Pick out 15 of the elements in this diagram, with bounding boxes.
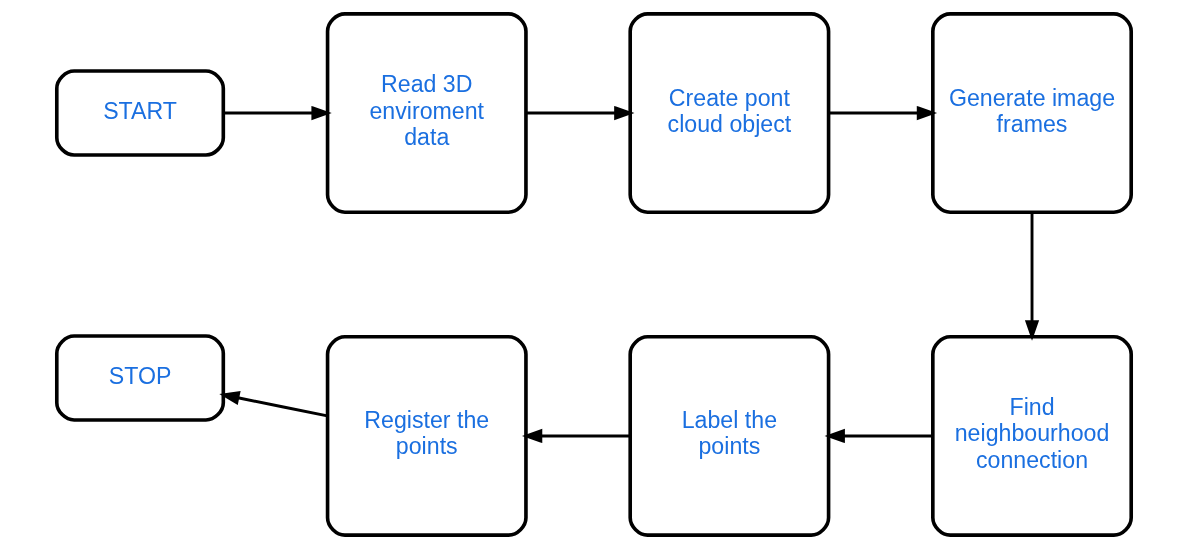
node-box: Create pont cloud object <box>627 12 830 215</box>
node-box: Label the points <box>627 334 830 537</box>
arrow <box>525 105 634 121</box>
arrow <box>824 428 933 444</box>
node-box: Register the points <box>325 334 528 537</box>
arrow <box>223 105 332 121</box>
arrow <box>828 105 937 121</box>
arrow <box>521 428 630 444</box>
node-box: Find neighbourhood connection <box>930 334 1133 537</box>
node-box: Read 3D enviroment data <box>325 12 528 215</box>
arrow <box>1024 212 1039 341</box>
node-box: Generate image frames <box>930 12 1133 215</box>
node-box: START <box>54 69 225 157</box>
arrow <box>218 391 328 418</box>
node-box: STOP <box>54 334 225 422</box>
